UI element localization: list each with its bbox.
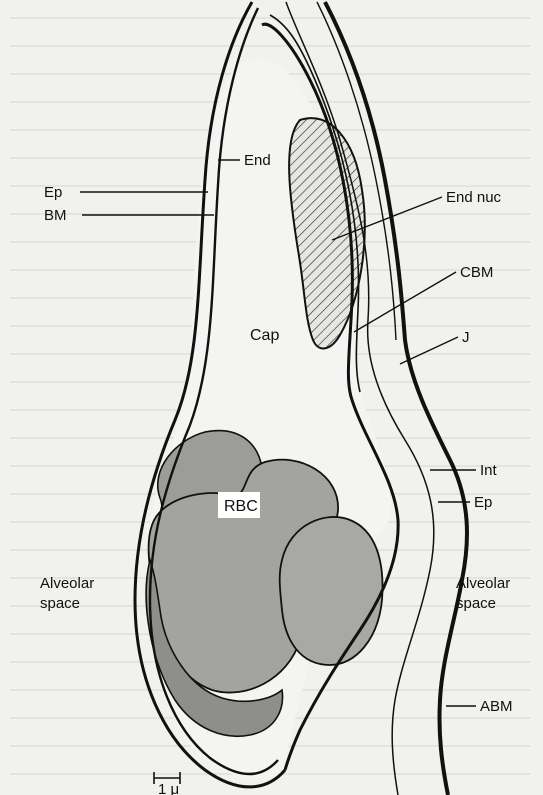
rbc-shape-right	[280, 517, 383, 665]
label-int: Int	[480, 462, 498, 479]
label-ep-left: Ep	[44, 184, 62, 201]
label-cbm: CBM	[460, 264, 493, 281]
label-j: J	[462, 329, 470, 346]
label-end: End	[244, 152, 271, 169]
label-end-nuc: End nuc	[446, 189, 502, 206]
label-alveolar-left-2: space	[40, 595, 80, 612]
label-alveolar-right-2: space	[456, 595, 496, 612]
label-rbc: RBC	[224, 498, 258, 515]
label-alveolar-left-1: Alveolar	[40, 575, 94, 592]
label-bm: BM	[44, 207, 67, 224]
label-alveolar-right-1: Alveolar	[456, 575, 510, 592]
label-scale: 1 μ	[158, 781, 179, 795]
label-cap: Cap	[250, 327, 279, 344]
label-ep-right: Ep	[474, 494, 492, 511]
label-abm: ABM	[480, 698, 513, 715]
